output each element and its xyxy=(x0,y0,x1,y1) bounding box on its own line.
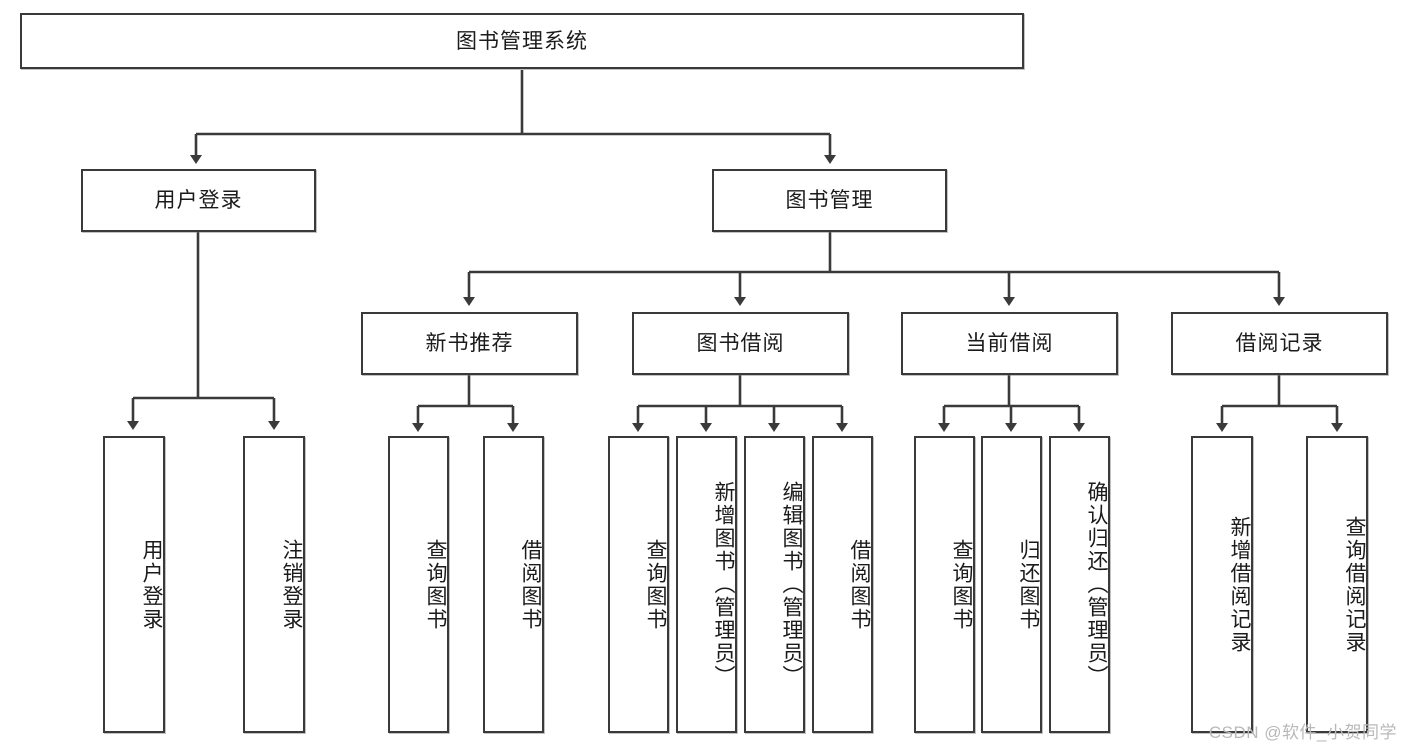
leaf-user-login-logout[interactable]: 注销登录 xyxy=(243,436,305,733)
leaf-new-book-borrow[interactable]: 借阅图书 xyxy=(483,436,544,733)
leaf-borrow-query-book[interactable]: 查询图书 xyxy=(608,436,669,733)
watermark: CSDN @软件_小贺同学 xyxy=(1208,723,1397,742)
leaf-borrow-edit-book-admin[interactable]: 编辑图书（管理员） xyxy=(744,436,805,733)
leaf-record-query-record[interactable]: 查询借阅记录 xyxy=(1306,436,1368,733)
node-current-borrow[interactable]: 当前借阅 xyxy=(901,312,1118,375)
node-borrow-record[interactable]: 借阅记录 xyxy=(1171,312,1388,375)
node-book-management[interactable]: 图书管理 xyxy=(712,169,947,232)
leaf-current-confirm-return-admin[interactable]: 确认归还（管理员） xyxy=(1049,436,1110,733)
leaf-record-add-record[interactable]: 新增借阅记录 xyxy=(1191,436,1253,733)
leaf-borrow-borrow-book[interactable]: 借阅图书 xyxy=(812,436,873,733)
node-user-login[interactable]: 用户登录 xyxy=(81,169,316,232)
leaf-current-return-book[interactable]: 归还图书 xyxy=(981,436,1042,733)
leaf-current-query-book[interactable]: 查询图书 xyxy=(914,436,975,733)
leaf-user-login-login[interactable]: 用户登录 xyxy=(103,436,165,733)
node-book-borrow[interactable]: 图书借阅 xyxy=(632,312,849,375)
leaf-borrow-add-book-admin[interactable]: 新增图书（管理员） xyxy=(676,436,737,733)
node-root-system[interactable]: 图书管理系统 xyxy=(20,13,1024,69)
node-new-book-recommend[interactable]: 新书推荐 xyxy=(361,312,578,375)
leaf-new-book-query[interactable]: 查询图书 xyxy=(388,436,449,733)
